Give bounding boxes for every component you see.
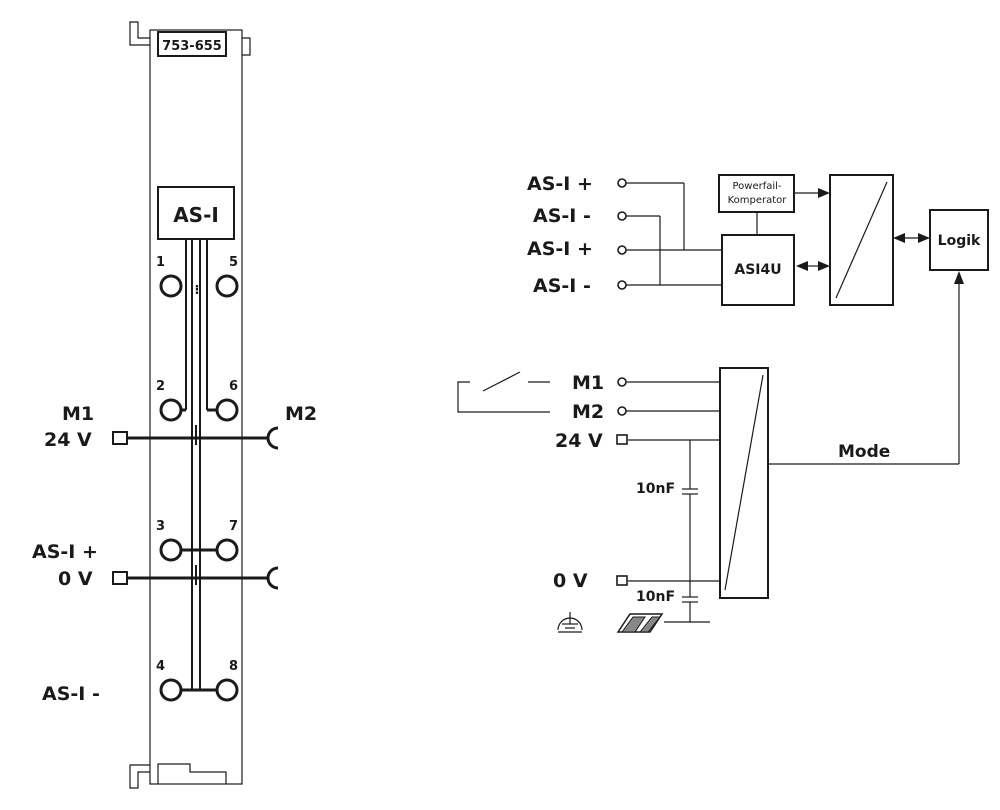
label-m2-right: M2: [285, 403, 317, 425]
top-rail-clip-left: [129, 21, 150, 46]
clamp-5[interactable]: [215, 274, 239, 298]
pin-8: 8: [229, 659, 238, 674]
io-label-m1: M1: [572, 372, 604, 394]
clamp-2[interactable]: [159, 398, 183, 422]
label-asi-minus-left: AS-I -: [42, 683, 100, 705]
asi-header-label: AS-I: [173, 203, 219, 227]
power-jumper-24v-in: [112, 431, 128, 445]
asi-header-box: [157, 186, 235, 240]
powerfail-komperator-block: [718, 174, 795, 213]
input-asi-minus-2: AS-I -: [533, 275, 591, 297]
block-schematic: AS-I + AS-I - AS-I + AS-I - Powerfail- K…: [457, 173, 989, 633]
clamp-6[interactable]: [215, 398, 239, 422]
logik-label: Logik: [938, 233, 981, 249]
asi4u-block: [721, 234, 795, 306]
logik-block: [929, 209, 989, 271]
top-rail-clip-right: [242, 37, 251, 56]
bottom-rail-clip-slot: [157, 763, 227, 784]
pin-3: 3: [156, 519, 165, 534]
power-jumper-0v-out: [266, 566, 279, 590]
input-asi-plus-1: AS-I +: [527, 173, 593, 195]
pin-7: 7: [229, 519, 238, 534]
mode-label: Mode: [838, 442, 890, 462]
bottom-rail-clip-left: [129, 764, 150, 789]
pin-1: 1: [156, 255, 165, 270]
clamp-3[interactable]: [159, 538, 183, 562]
input-asi-minus-1: AS-I -: [533, 205, 591, 227]
label-asi-plus-left: AS-I +: [32, 541, 98, 563]
clamp-4[interactable]: [159, 678, 183, 702]
input-asi-plus-2: AS-I +: [527, 238, 593, 260]
input-switch: [457, 371, 550, 413]
label-m1-left: M1: [62, 403, 94, 425]
io-label-m2: M2: [572, 401, 604, 423]
clamp-7[interactable]: [215, 538, 239, 562]
part-number-box: [157, 31, 227, 57]
din-rail-icon: [616, 613, 664, 633]
asi4u-label: ASI4U: [734, 262, 781, 278]
clamp-8[interactable]: [215, 678, 239, 702]
module-front-view: 753-655 AS-I ⁝ 1 5 2 6 3 7 4 8: [32, 21, 317, 789]
label-24v-left: 24 V: [44, 429, 92, 451]
label-0v-left: 0 V: [58, 568, 93, 590]
pin-5: 5: [229, 255, 238, 270]
svg-text:⁝: ⁝: [195, 283, 200, 298]
capacitor-2-label: 10nF: [636, 589, 675, 605]
power-jumper-0v-in: [112, 571, 128, 585]
io-label-0v: 0 V: [553, 570, 588, 592]
pin-6: 6: [229, 379, 238, 394]
io-label-24v: 24 V: [555, 430, 603, 452]
powerfail-label-2: Komperator: [728, 195, 788, 206]
part-number: 753-655: [162, 39, 222, 54]
pin-2: 2: [156, 379, 165, 394]
power-jumper-24v-out: [266, 426, 279, 450]
capacitor-1-label: 10nF: [636, 481, 675, 497]
powerfail-label-1: Powerfail-: [732, 181, 781, 192]
clamp-1[interactable]: [159, 274, 183, 298]
pin-4: 4: [156, 659, 165, 674]
ground-icon: [557, 612, 583, 633]
